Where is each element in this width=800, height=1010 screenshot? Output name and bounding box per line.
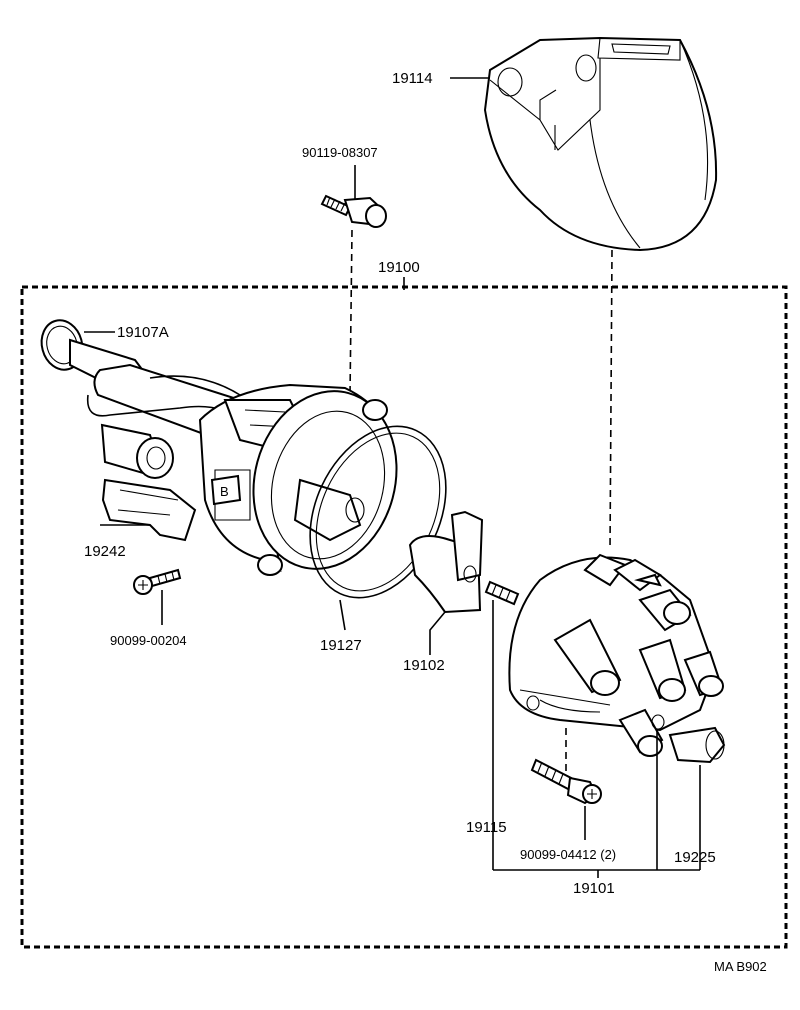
leader-cover	[609, 249, 613, 551]
label-90099-00204: 90099-00204	[110, 633, 187, 648]
label-19115: 19115	[466, 819, 507, 836]
carbon-spring-icon	[484, 580, 520, 606]
boot-icon	[668, 726, 726, 764]
bolt-icon	[320, 194, 387, 228]
label-90119-08307: 90119-08307	[302, 145, 378, 160]
label-19225: 19225	[674, 849, 716, 866]
label-19101: 19101	[573, 880, 615, 897]
label-19114: 19114	[392, 70, 433, 87]
diagram-code: MA B902	[714, 959, 767, 974]
label-90099-04412: 90099-04412 (2)	[520, 847, 616, 862]
leader-19102	[429, 611, 446, 655]
screw-icon	[133, 568, 182, 595]
leader-bolt-dash	[349, 229, 353, 396]
distributor-cap-icon	[508, 553, 724, 757]
bracket-icon	[101, 478, 197, 542]
label-19127: 19127	[320, 637, 362, 654]
rotor-icon	[408, 510, 484, 614]
label-19102: 19102	[403, 657, 445, 674]
terminal-mark: B	[220, 484, 229, 499]
label-19242: 19242	[84, 543, 126, 560]
dust-cover-icon	[483, 36, 718, 252]
label-19107A: 19107A	[117, 324, 169, 341]
leader-19127	[339, 599, 346, 631]
screw-icon	[530, 758, 602, 805]
label-19100: 19100	[378, 259, 420, 276]
